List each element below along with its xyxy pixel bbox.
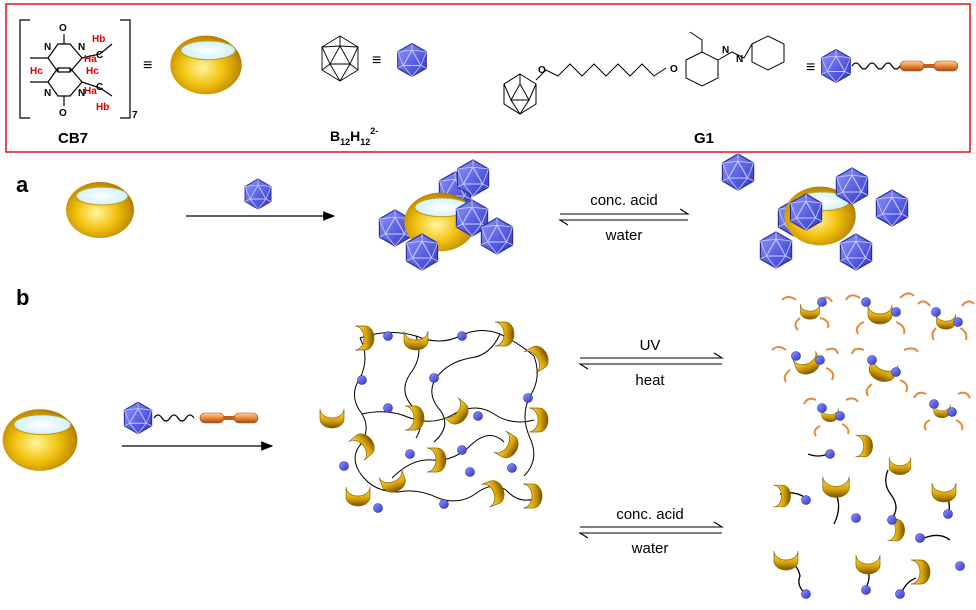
panel-b-cb7-icon — [2, 408, 78, 472]
panel-b-uv-products — [771, 292, 975, 437]
svg-text:N: N — [44, 42, 51, 53]
svg-text:Hc: Hc — [30, 66, 43, 77]
equiv-sign-cb7: ≡ — [143, 57, 152, 74]
panel-b-upper-forward-condition: UV — [640, 337, 661, 354]
b12h12-label: B12H122- — [330, 126, 378, 147]
svg-text:N: N — [44, 88, 51, 99]
cb7-structure — [19, 19, 131, 119]
panel-a-cb7-icon — [65, 181, 135, 239]
panel-a-dissociated — [721, 153, 909, 271]
svg-text:O: O — [59, 108, 67, 119]
b12h12-structure — [321, 35, 359, 82]
svg-text:N: N — [736, 54, 743, 65]
svg-text:Ha: Ha — [84, 54, 97, 65]
panel-a-equilibrium-arrow — [558, 208, 690, 226]
panel-a-reverse-condition: water — [605, 227, 643, 244]
legend-frame — [5, 3, 971, 153]
b12h12-cluster-icon — [397, 42, 427, 78]
g1-guest-icon — [821, 48, 959, 84]
svg-text:N: N — [78, 88, 85, 99]
svg-text:7: 7 — [132, 110, 138, 121]
svg-text:N: N — [722, 45, 729, 56]
svg-text:Hc: Hc — [86, 66, 99, 77]
cb7-label: CB7 — [58, 130, 88, 147]
svg-text:O: O — [538, 65, 546, 76]
panel-b-upper-equilibrium-arrow — [578, 352, 724, 370]
panel-b-lower-reverse-condition: water — [631, 540, 669, 557]
panel-a-complex — [378, 159, 514, 271]
panel-b-lower-forward-condition: conc. acid — [616, 506, 684, 523]
svg-text:C: C — [96, 82, 103, 93]
g1-label: G1 — [694, 130, 714, 147]
svg-text:O: O — [670, 64, 678, 75]
panel-a-reagent-cluster-icon — [244, 178, 272, 210]
panel-b-reagent-g1-icon — [123, 401, 259, 435]
svg-text:O: O — [59, 23, 67, 34]
svg-text:N: N — [78, 42, 85, 53]
panel-a-label: a — [16, 172, 29, 197]
panel-b-label: b — [16, 285, 29, 310]
equiv-sign-b12: ≡ — [372, 52, 381, 69]
svg-text:Hb: Hb — [96, 102, 109, 113]
g1-structure — [503, 31, 785, 115]
panel-b-acid-products — [773, 434, 965, 599]
cb7-ring-icon — [169, 35, 243, 95]
cb7-atom-labels: O O N N N N C C Hb Ha Hc Hc Ha Hb 7 — [30, 23, 138, 121]
g1-atom-labels: O O N N — [538, 45, 743, 76]
panel-b-upper-reverse-condition: heat — [635, 372, 665, 389]
svg-text:Hb: Hb — [92, 34, 105, 45]
panel-a-forward-condition: conc. acid — [590, 192, 658, 209]
equiv-sign-g1: ≡ — [806, 59, 815, 76]
svg-text:C: C — [96, 50, 103, 61]
svg-text:Ha: Ha — [84, 86, 97, 97]
panel-b-network — [319, 321, 553, 513]
panel-b-lower-equilibrium-arrow — [578, 521, 724, 539]
